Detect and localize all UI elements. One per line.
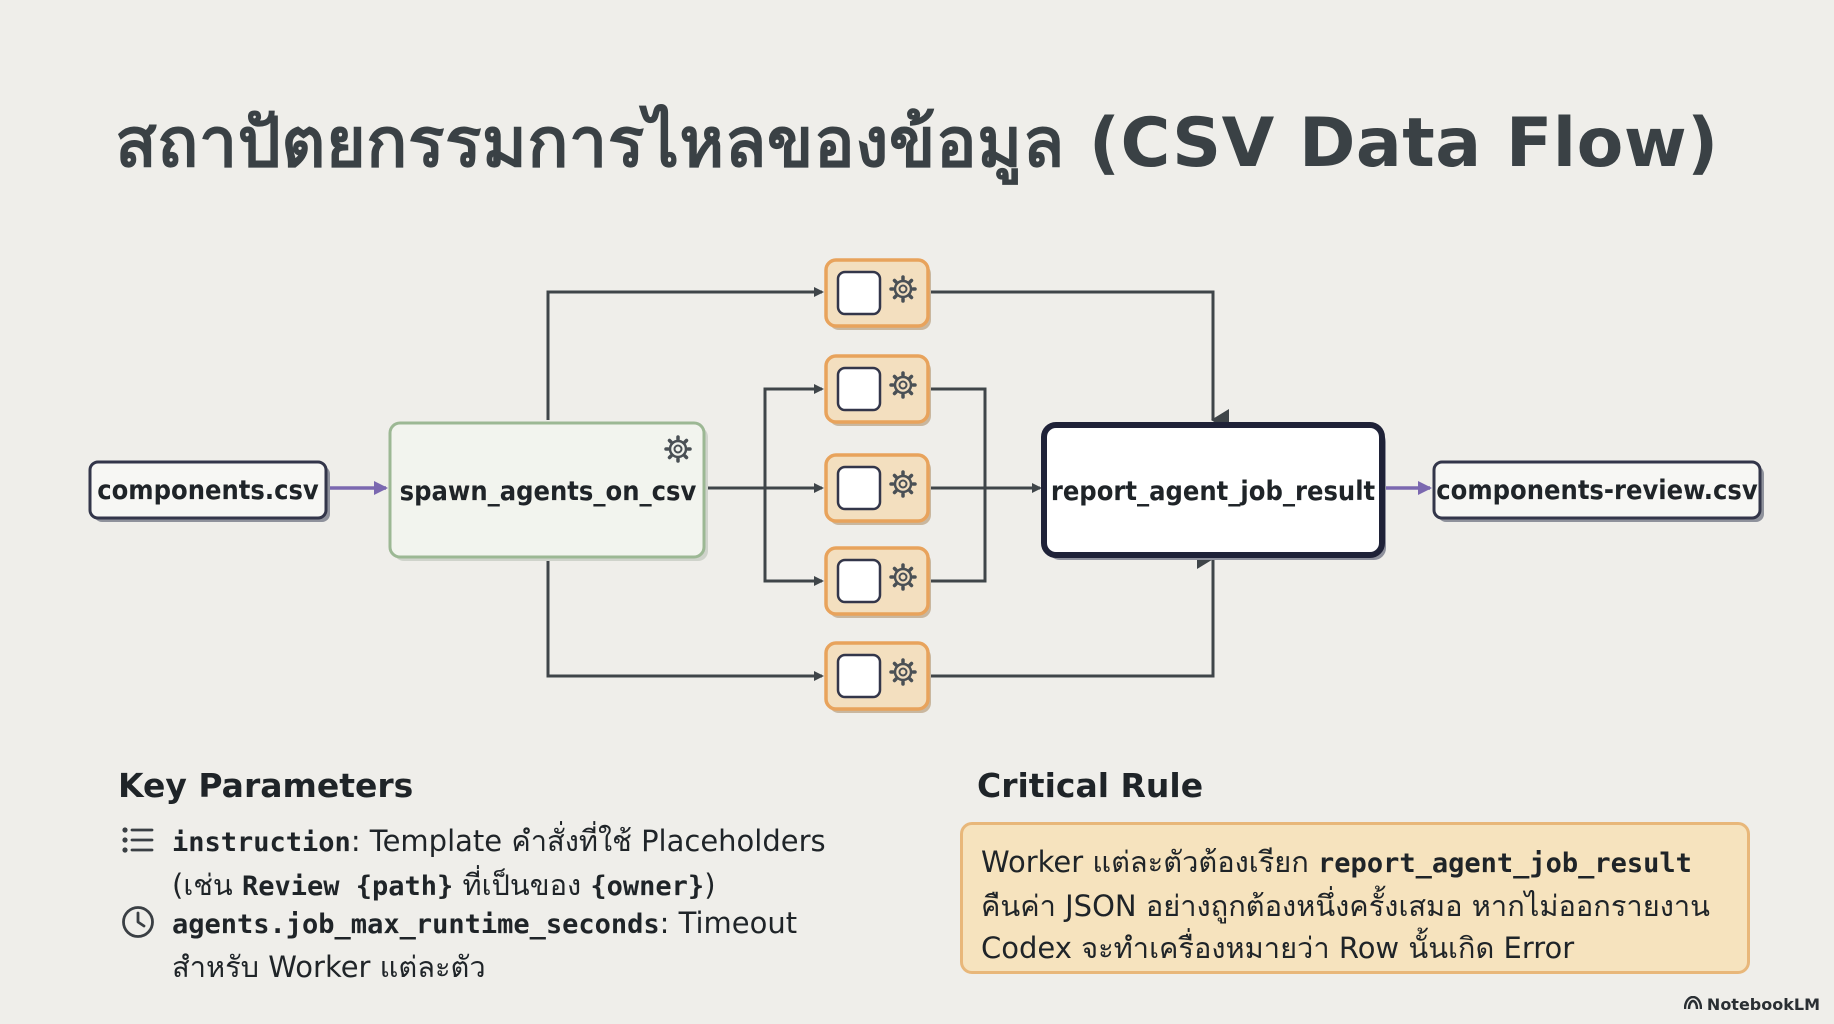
worker-node-1 — [824, 258, 931, 330]
spawner-node: spawn_agents_on_csv — [388, 421, 708, 561]
critical-rule-box: Worker แต่ละตัวต้องเรียก report_agent_jo… — [960, 822, 1750, 974]
clock-icon — [120, 904, 160, 944]
worker-node-3 — [824, 453, 931, 525]
param-name: instruction — [172, 827, 351, 858]
code-snippet: {owner} — [590, 871, 705, 902]
code-snippet: report_agent_job_result — [1318, 848, 1692, 879]
input-file-node: components.csv — [88, 460, 330, 522]
param-instruction: instruction: Template คำสั่งที่ใช้ Place… — [120, 820, 840, 908]
code-snippet: Review {path} — [241, 871, 454, 902]
param-instruction-text: instruction: Template คำสั่งที่ใช้ Place… — [172, 824, 826, 902]
reporter-label: report_agent_job_result — [1051, 476, 1376, 507]
key-parameters-heading: Key Parameters — [118, 766, 414, 805]
input-file-label: components.csv — [97, 475, 319, 506]
critical-rule-heading: Critical Rule — [977, 766, 1204, 805]
param-name: agents.job_max_runtime_seconds — [172, 909, 660, 940]
brand-name: NotebookLM — [1706, 995, 1820, 1014]
worker-node-2 — [824, 354, 931, 426]
spawner-label: spawn_agents_on_csv — [400, 476, 697, 507]
critical-rule-line-1: Worker แต่ละตัวต้องเรียก report_agent_jo… — [981, 845, 1692, 879]
output-file-node: components-review.csv — [1432, 460, 1764, 522]
critical-rule-line-3: Codex จะทำเครื่องหมายว่า Row นั้นเกิด Er… — [981, 931, 1575, 965]
param-description: : Template คำสั่งที่ใช้ Placeholders — [350, 824, 826, 858]
worker-to-reporter-connectors — [928, 290, 1229, 678]
param-runtime-text: agents.job_max_runtime_seconds: Timeout … — [172, 906, 798, 984]
worker-node-5 — [824, 641, 931, 713]
page-title: สถาปัตยกรรมการไหลของข้อมูล (CSV Data Flo… — [115, 104, 1719, 183]
worker-node-4 — [824, 546, 931, 618]
reporter-node: report_agent_job_result — [1041, 422, 1386, 560]
param-runtime: agents.job_max_runtime_seconds: Timeout … — [120, 902, 840, 988]
param-description: : Timeout — [659, 906, 798, 940]
brand-mark: NotebookLM — [1683, 995, 1820, 1014]
list-icon — [120, 822, 160, 862]
spawner-to-worker-connectors — [546, 287, 824, 681]
csv-data-flow-diagram: components.csv spawn_agents_on_csv — [88, 258, 1764, 713]
output-file-label: components-review.csv — [1436, 475, 1758, 506]
critical-rule-line-2: คืนค่า JSON อย่างถูกต้องหนึ่งครั้งเสมอ ห… — [981, 889, 1710, 923]
notebooklm-logo-icon — [1683, 995, 1703, 1014]
